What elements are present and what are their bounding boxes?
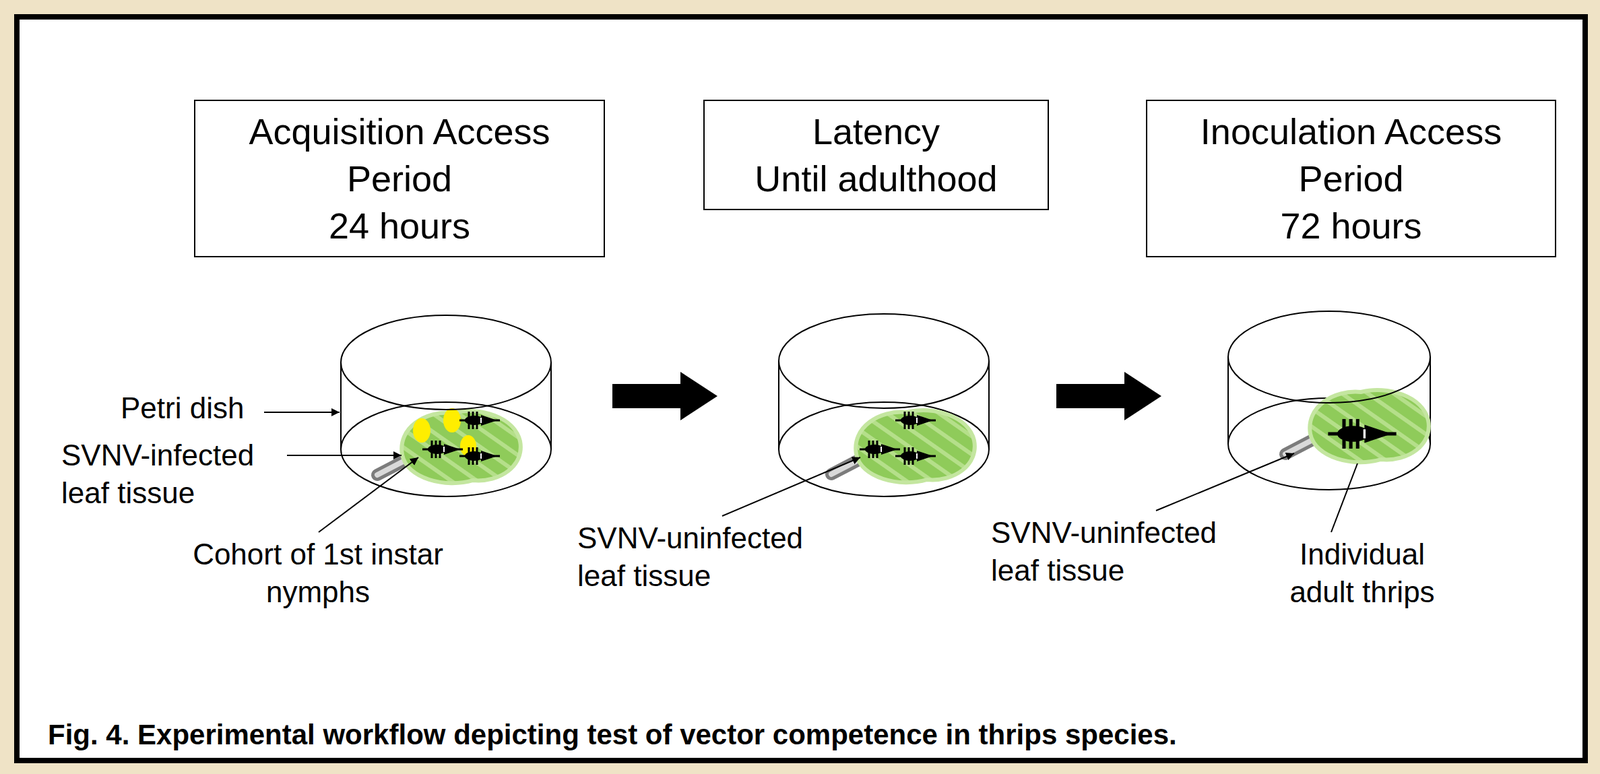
uninfected-leaf	[831, 410, 975, 483]
figure-caption: Fig. 4. Experimental workflow depicting …	[47, 717, 1177, 753]
symptom-spot	[443, 408, 461, 433]
part-label: Individual adult thrips	[1274, 535, 1450, 612]
stage-title: Acquisition Access Period	[207, 107, 592, 203]
stage-title: Latency	[812, 107, 940, 155]
part-label: SVNV-uninfected leaf tissue	[990, 514, 1261, 590]
adult-thrips	[1327, 419, 1396, 449]
stage-box: LatencyUntil adulthood	[703, 99, 1049, 211]
flow-arrow	[612, 371, 718, 421]
dish-lid	[778, 313, 989, 409]
nymph	[895, 411, 936, 430]
dish-lid	[340, 315, 552, 410]
flow-arrow	[1056, 371, 1162, 421]
nymph	[422, 440, 463, 459]
stage-detail: 24 hours	[328, 202, 471, 250]
stage-box: Inoculation Access Period72 hours	[1145, 99, 1557, 258]
part-label: Petri dish	[120, 389, 269, 428]
nymph	[859, 440, 901, 459]
petri-dish	[1228, 357, 1431, 490]
stage-detail: Until adulthood	[754, 154, 998, 203]
petri-dish	[778, 361, 989, 497]
dish-lid	[1228, 311, 1431, 403]
part-label: Cohort of 1st instar nymphs	[176, 535, 460, 612]
symptom-spot	[412, 418, 431, 443]
part-label: SVNV-uninfected leaf tissue	[577, 519, 847, 595]
part-label: SVNV-infected leaf tissue	[61, 436, 291, 512]
stage-detail: 72 hours	[1280, 202, 1422, 250]
nymph	[459, 411, 500, 430]
petri-dish	[340, 362, 552, 497]
leader-lines	[264, 412, 1358, 533]
nymph	[895, 447, 936, 465]
stage-box: Acquisition Access Period24 hours	[194, 99, 605, 258]
stage-title: Inoculation Access Period	[1159, 107, 1543, 203]
nymph	[459, 447, 500, 465]
